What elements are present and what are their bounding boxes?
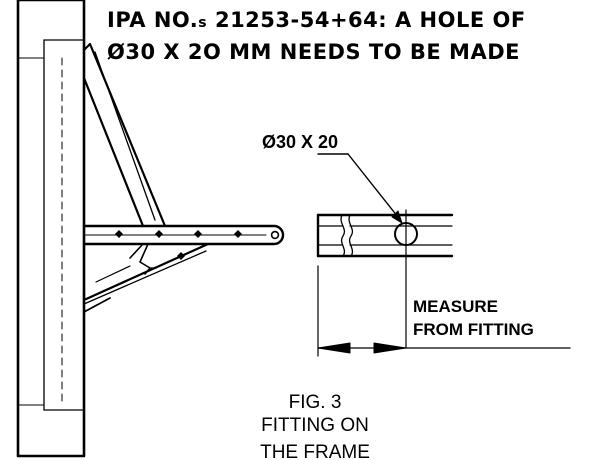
heading-prefix: IPA NO. bbox=[107, 8, 199, 32]
rivet bbox=[115, 230, 123, 238]
rivet bbox=[234, 230, 242, 238]
diagonal-strut bbox=[82, 42, 167, 228]
support-strut bbox=[82, 242, 210, 319]
measure-dimension bbox=[317, 265, 571, 357]
fitting-arm bbox=[82, 224, 285, 246]
heading-rest: 21253-54+64: A HOLE OF bbox=[207, 8, 526, 32]
hole-dimension-label: Ø30 X 20 bbox=[262, 132, 339, 152]
measure-label-line-2: FROM FITTING bbox=[413, 320, 534, 339]
heading-suffix: s bbox=[198, 15, 208, 31]
rivet bbox=[177, 252, 185, 260]
measure-label-line-1: MEASURE bbox=[413, 297, 499, 316]
rivet-marks bbox=[115, 230, 242, 260]
hole-outline bbox=[394, 209, 418, 349]
caption-line-1: FITTING ON bbox=[261, 415, 369, 436]
heading-line-1: IPA NO.s 21253-54+64: A HOLE OF bbox=[107, 8, 526, 32]
rivet bbox=[155, 230, 163, 238]
heading-line-2: Ø30 X 2O MM NEEDS TO BE MADE bbox=[107, 40, 520, 64]
figure-number: FIG. 3 bbox=[288, 392, 342, 413]
rivet bbox=[194, 230, 202, 238]
detail-frame-section bbox=[316, 213, 454, 258]
dimension-leader bbox=[317, 153, 403, 224]
vertical-frame bbox=[16, 0, 86, 458]
caption-line-2: THE FRAME bbox=[260, 442, 370, 460]
